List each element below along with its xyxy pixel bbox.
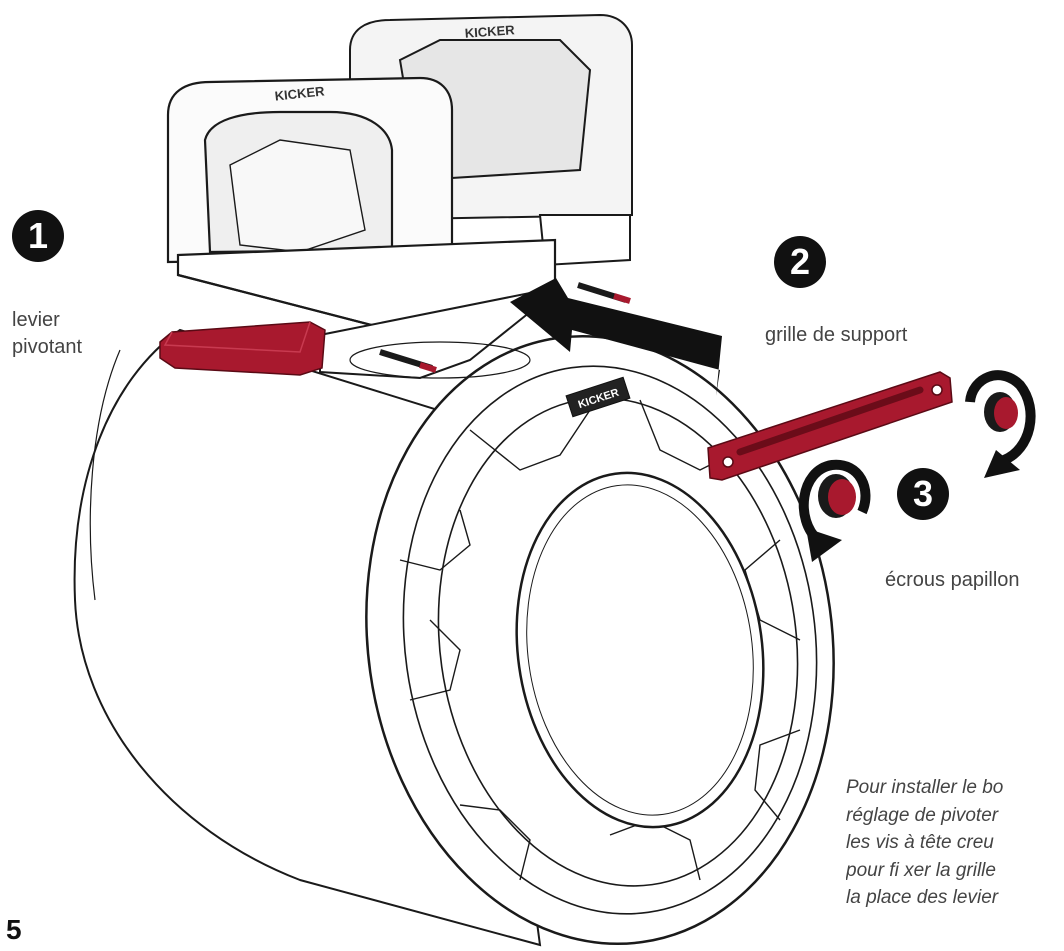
support-bracket [707,371,953,481]
step-2-number: 2 [789,241,811,282]
step-1-number: 1 [27,215,49,256]
speaker-front-bezel [365,334,835,946]
step-1-label-line: levier [12,309,60,331]
page-number: 5 [6,914,22,945]
step-1-label: levier pivotant [12,307,82,361]
rotate-arrow-head-icon [984,450,1020,478]
step-2-badge: 2 [774,236,826,288]
rotate-arrow-icon [798,459,871,544]
caption-line: les vis à tête creu [846,832,994,853]
rotate-arrow-head-icon [806,528,842,562]
step-2-label: grille de support [765,322,907,349]
insert-arrow-icon [510,278,722,396]
wing-nut-left [818,474,856,518]
caption-line: pour fi xer la grille [846,859,996,881]
caption-line: la place des levier [846,887,999,908]
step-2-label-line: grille de support [765,324,908,346]
wing-nut-right [984,392,1018,432]
step-1-label-line: pivotant [12,336,83,358]
step-3-label-line: écrous papillon [885,569,1020,591]
caption-line: réglage de pivoter [846,804,999,826]
step-3-label: écrous papillon [885,567,1020,594]
rotate-arrow-icon [965,370,1036,465]
clamp-logo-rear: KICKER [464,22,515,40]
swivel-lever [159,321,326,376]
caption-line: Pour installer le bo [846,777,1004,798]
instruction-caption: Pour installer le bo réglage de pivoter … [846,774,1064,912]
step-3-number: 3 [912,473,934,514]
step-3-badge: 3 [897,468,949,520]
step-1-badge: 1 [12,210,64,262]
hex-bolt [577,282,631,304]
hex-bolt [379,349,437,373]
clamp-logo-front: KICKER [274,83,326,103]
